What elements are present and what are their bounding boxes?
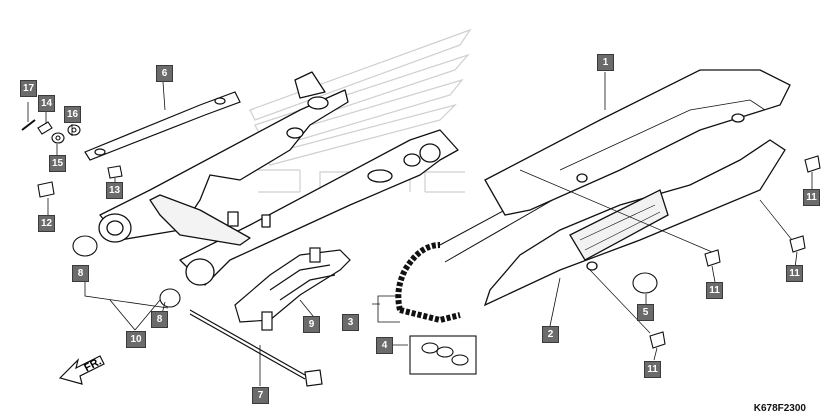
front-direction-arrow [58, 355, 105, 385]
callout-11-a: 11 [803, 189, 820, 206]
callout-8-upper: 8 [72, 265, 89, 282]
callout-16: 16 [64, 106, 81, 123]
callout-14: 14 [38, 95, 55, 112]
callout-3: 3 [342, 314, 359, 331]
pivot-bolt [189, 309, 323, 387]
cap-and-bolts [632, 155, 821, 349]
callout-7: 7 [252, 387, 269, 404]
chain-case-lower [483, 139, 786, 307]
callout-8-lower: 8 [151, 311, 168, 328]
brace-bar [84, 91, 241, 161]
callout-15: 15 [49, 155, 66, 172]
callout-11-d: 11 [644, 361, 661, 378]
callout-9: 9 [303, 316, 320, 333]
callout-13: 13 [106, 182, 123, 199]
callout-11-c: 11 [786, 265, 803, 282]
chain-case-upper [484, 69, 791, 216]
callout-11-b: 11 [706, 282, 723, 299]
callout-17: 17 [20, 80, 37, 97]
diagram-reference-code: K678F2300 [753, 403, 806, 414]
swingarm [98, 71, 459, 286]
small-fasteners [21, 119, 181, 308]
callout-6: 6 [156, 65, 173, 82]
callout-5: 5 [637, 304, 654, 321]
chain-guide [234, 247, 351, 331]
callout-2: 2 [542, 326, 559, 343]
callout-1: 1 [597, 54, 614, 71]
callout-12: 12 [38, 215, 55, 232]
callout-4: 4 [376, 337, 393, 354]
callout-10: 10 [126, 331, 146, 348]
master-link [409, 335, 477, 375]
leader-lines [27, 72, 813, 386]
